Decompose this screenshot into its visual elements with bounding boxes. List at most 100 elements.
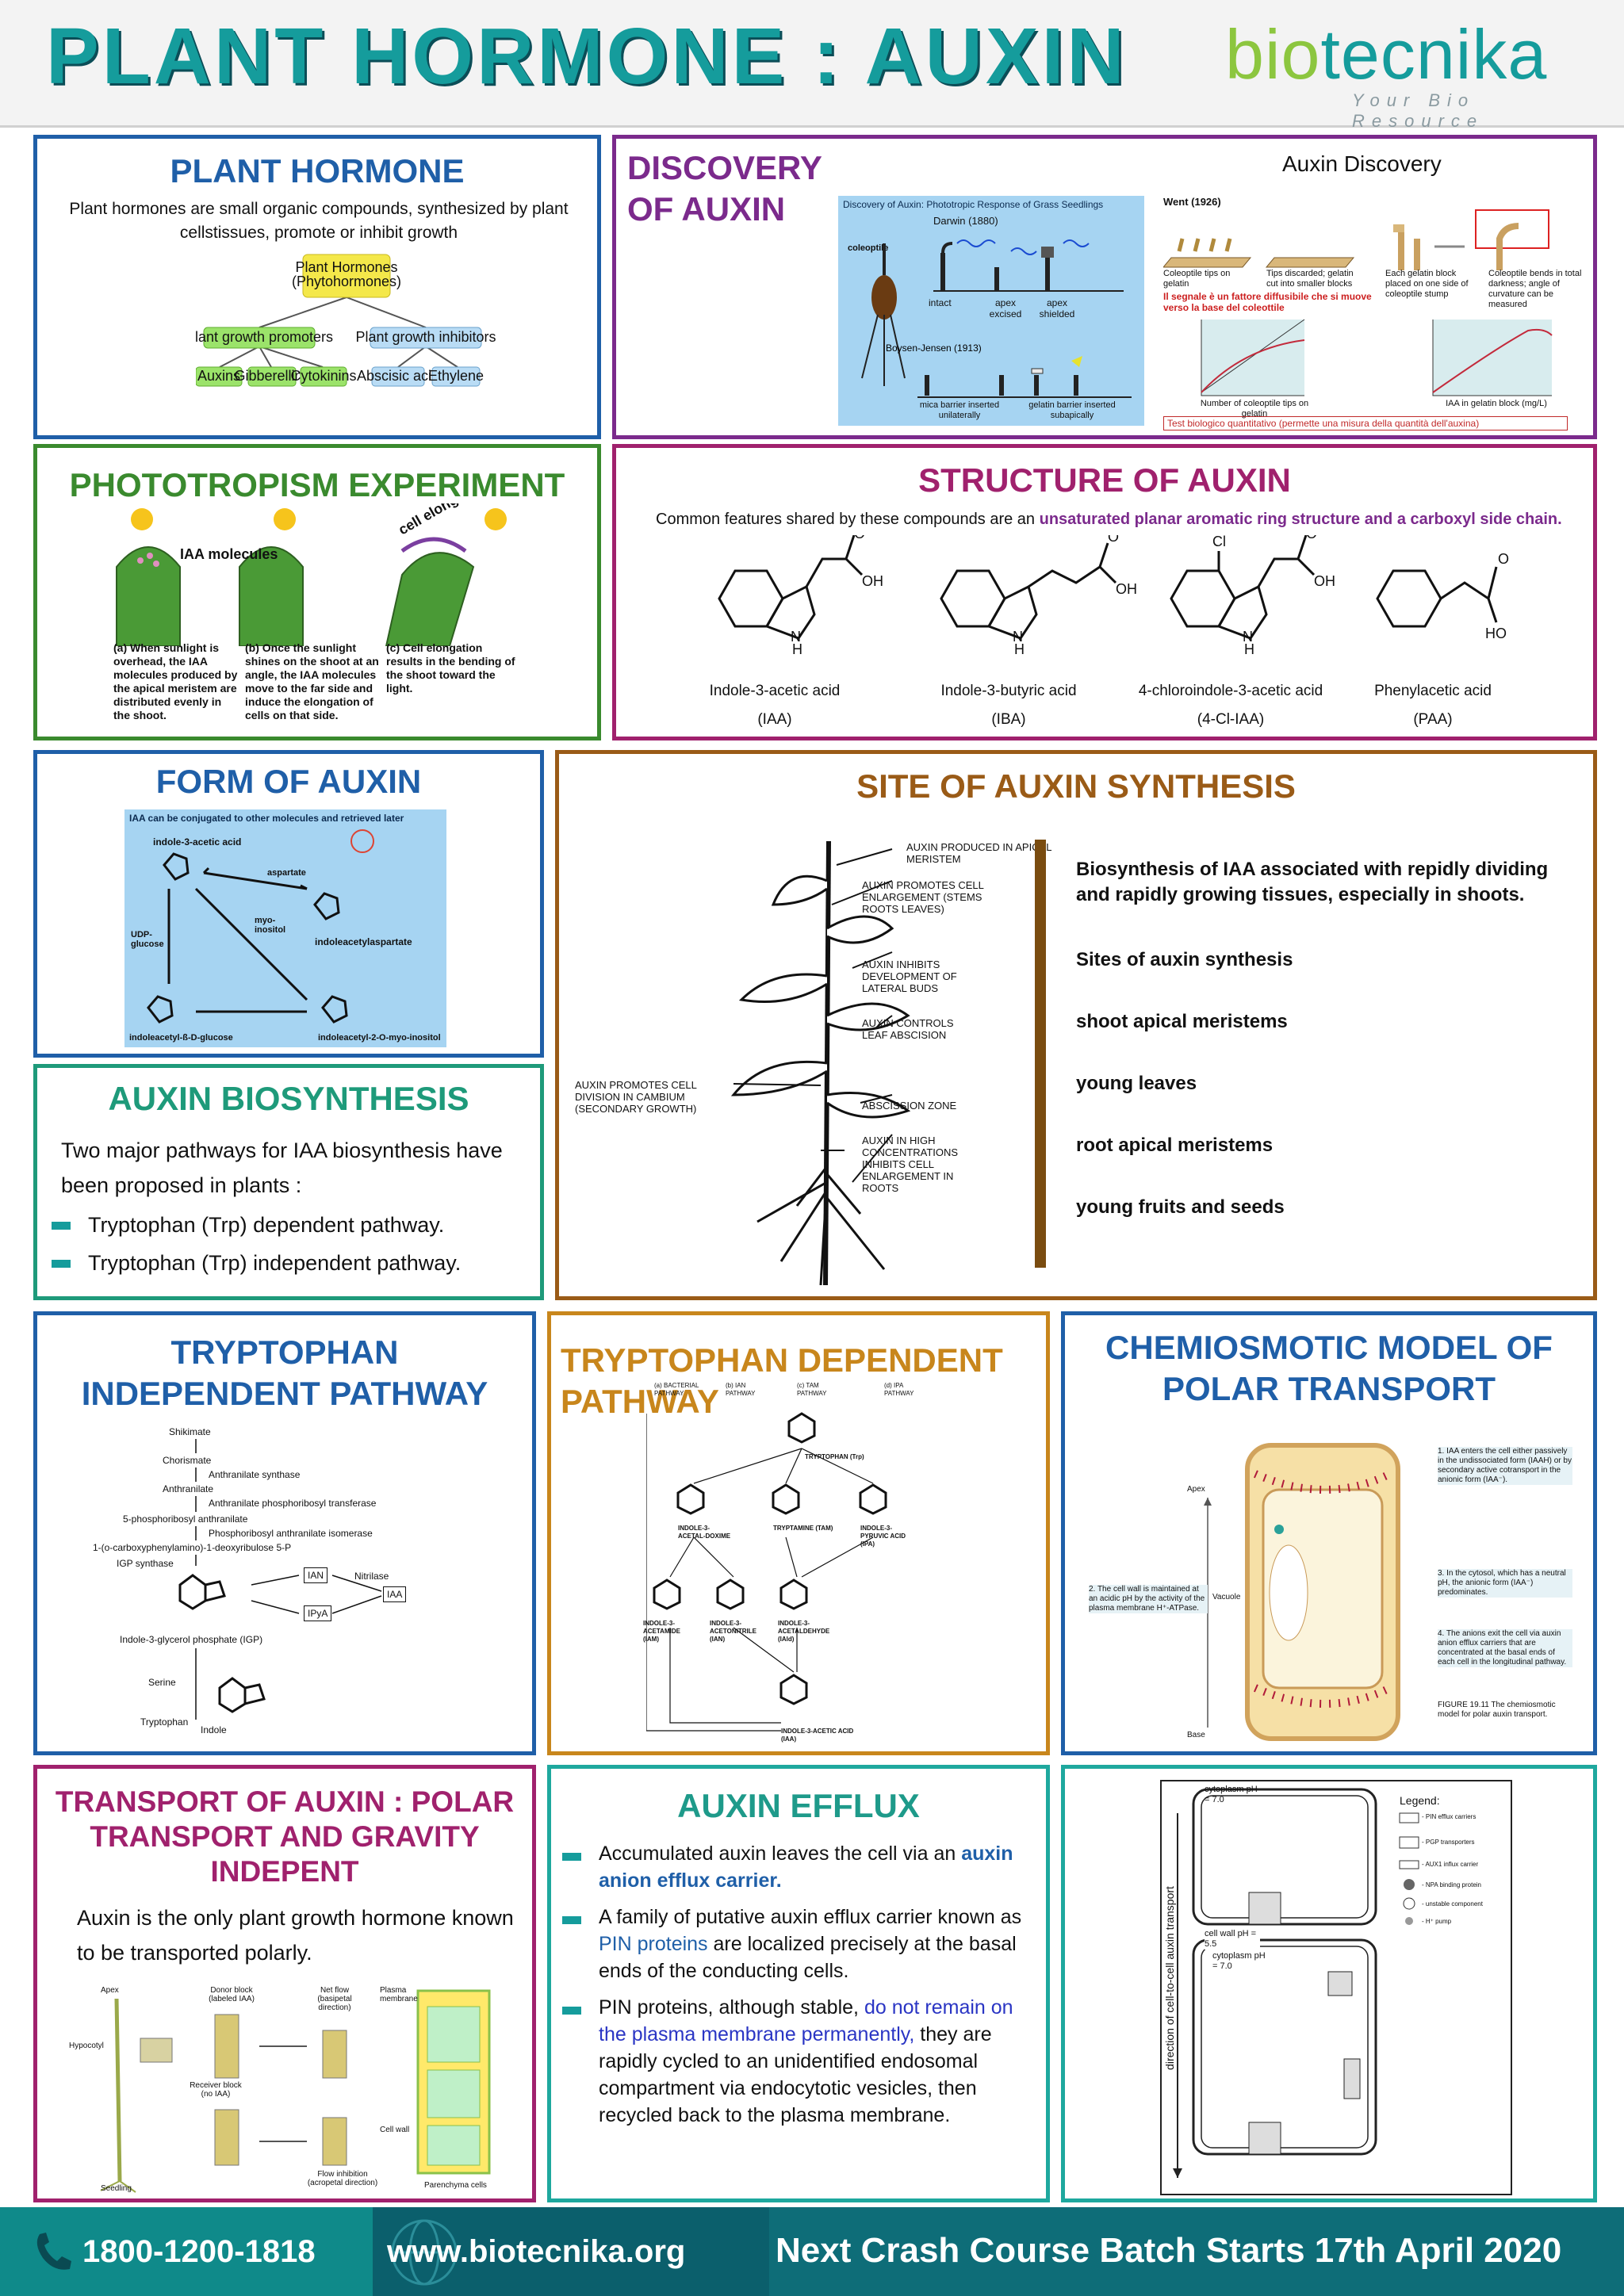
globe-icon	[391, 2219, 458, 2286]
page-title: PLANT HORMONE : AUXIN	[46, 12, 1128, 101]
compound-abbr-iaa: (IAA)	[757, 711, 792, 728]
biosynthesis-text: Two major pathways for IAA biosynthesis …	[61, 1138, 503, 1197]
svg-text:OH: OH	[1116, 581, 1137, 597]
svg-text:(Phytohormones): (Phytohormones)	[292, 274, 401, 289]
svg-text:H: H	[1014, 641, 1025, 657]
biosynthesis-item: Tryptophan (Trp) dependent pathway.	[52, 1209, 527, 1241]
site-heading: Sites of auxin synthesis	[1076, 949, 1293, 970]
svg-text:cell elongation: cell elongation	[396, 503, 490, 538]
went-experiment-figure: Auxin Discovery Went (1926) Coleoptile t…	[1163, 151, 1582, 430]
compound-name-4cl: 4-chloroindole-3-acetic acid	[1138, 683, 1323, 699]
footer-announcement: Next Crash Course Batch Starts 17th Apri…	[776, 2231, 1562, 2270]
panel-auxin-efflux: AUXIN EFFLUX Accumulated auxin leaves th…	[547, 1765, 1050, 2202]
header: PLANT HORMONE : AUXIN biotecnika Your Bi…	[0, 0, 1624, 131]
site-title: SITE OF AUXIN SYNTHESIS	[856, 767, 1296, 805]
trp-dependent-pathway: (a) BACTERIAL PATHWAY (b) IAN PATHWAY (c…	[643, 1382, 914, 1743]
compound-abbr-iba: (IBA)	[991, 711, 1026, 728]
auxin-structures: HN OOH HN OOH Cl HN OOH OHO	[718, 535, 1509, 657]
biosynthesis-title: AUXIN BIOSYNTHESIS	[108, 1080, 469, 1117]
chart-promoters-label: Plant growth promoters	[196, 329, 333, 345]
hormone-classification-chart: Plant Hormones (Phytohormones) Plant gro…	[196, 254, 496, 387]
phototropic-response-figure: Discovery of Auxin: Phototropic Response…	[838, 196, 1144, 426]
auxin-conjugation-figure: IAA can be conjugated to other molecules…	[124, 809, 446, 1047]
chart-item-ethylene: Ethylene	[428, 368, 484, 384]
svg-text:HO: HO	[1485, 626, 1507, 641]
panel-trp-independent: TRYPTOPHAN INDEPENDENT PATHWAY Shikimate…	[33, 1311, 536, 1755]
biosynthesis-item: Tryptophan (Trp) independent pathway.	[52, 1247, 527, 1279]
svg-text:O: O	[1306, 535, 1317, 541]
phototropism-title: PHOTOTROPISM EXPERIMENT	[69, 466, 565, 503]
chart-item-gibberellins: Gibberellins	[234, 368, 309, 384]
svg-text:N: N	[791, 629, 801, 645]
site-item: young fruits and seeds	[1076, 1196, 1285, 1218]
panel-polar-transport: TRANSPORT OF AUXIN : POLAR TRANSPORT AND…	[33, 1765, 536, 2202]
panel-title: PLANT HORMONE	[170, 152, 465, 189]
chart-item-abscisic: Abscisic acid	[357, 368, 439, 384]
plant-auxin-diagram	[730, 840, 911, 1285]
footer-phone-block: 1800-1200-1818	[0, 2207, 373, 2296]
polar-transport-figure: Apex Hypocotyl Seedling Donor block (lab…	[69, 1983, 529, 2197]
transport-title-3: INDEPENT	[210, 1855, 359, 1888]
compound-abbr-paa: (PAA)	[1413, 711, 1453, 728]
chart-root-label: Plant Hormones	[295, 259, 397, 275]
structure-title: STRUCTURE OF AUXIN	[918, 461, 1291, 499]
trp-dep-title-2: PATHWAY	[561, 1383, 719, 1420]
efflux-item: A family of putative auxin efflux carrie…	[562, 1904, 1038, 1984]
efflux-item: PIN proteins, although stable, do not re…	[562, 1994, 1038, 2129]
panel-discovery: DISCOVERY OF AUXIN Discovery of Auxin: P…	[612, 135, 1597, 439]
site-item: young leaves	[1076, 1073, 1197, 1094]
efflux-item: Accumulated auxin leaves the cell via an…	[562, 1840, 1038, 1894]
site-item: root apical meristems	[1076, 1135, 1274, 1156]
svg-text:H: H	[1244, 641, 1254, 657]
form-title: FORM OF AUXIN	[155, 763, 422, 800]
cell-to-cell-transport-figure: cytoplasm pH = 7.0 cell wall pH = 5.5 cy…	[1160, 1780, 1512, 2195]
trp-independent-pathway: Shikimate Chorismate Anthranilate syntha…	[93, 1426, 497, 1743]
structure-text: Common features shared by these compound…	[656, 511, 1562, 528]
svg-text:O: O	[1498, 551, 1509, 567]
phototropism-caption-a: (a) When sunlight is overhead, the IAA m…	[113, 641, 238, 721]
trp-dep-title-1: TRYPTOPHAN DEPENDENT	[561, 1341, 1003, 1379]
panel-site-of-synthesis: SITE OF AUXIN SYNTHESIS AUXIN PRODUCED I…	[555, 750, 1597, 1300]
svg-text:O: O	[854, 535, 865, 541]
compound-name-iba: Indole-3-butyric acid	[940, 683, 1077, 699]
panel-form-of-auxin: FORM OF AUXIN IAA can be conjugated to o…	[33, 750, 544, 1058]
biotecnika-logo: biotecnika Your Bio Resource	[1225, 14, 1590, 131]
site-intro: Biosynthesis of IAA associated with repi…	[1076, 859, 1549, 905]
footer-website[interactable]: www.biotecnika.org	[387, 2234, 686, 2269]
site-divider	[1035, 840, 1046, 1268]
chart-item-cytokinins: Cytokinins	[290, 368, 356, 384]
chart-item-auxins: Auxins	[197, 368, 240, 384]
footer: 1800-1200-1818 www.biotecnika.org Next C…	[0, 2207, 1624, 2296]
compound-abbr-4cl: (4-Cl-IAA)	[1197, 711, 1265, 728]
panel-structure: STRUCTURE OF AUXIN Common features share…	[612, 444, 1597, 740]
panel-plant-hormone: PLANT HORMONE Plant hormones are small o…	[33, 135, 601, 439]
svg-text:OH: OH	[862, 573, 883, 589]
footer-phone[interactable]: 1800-1200-1818	[82, 2234, 316, 2269]
panel-auxin-biosynthesis: AUXIN BIOSYNTHESIS Two major pathways fo…	[33, 1064, 544, 1300]
logo-tagline: Your Bio Resource	[1352, 90, 1484, 131]
site-item: shoot apical meristems	[1076, 1011, 1288, 1032]
svg-text:IAA molecules: IAA molecules	[180, 546, 278, 562]
chemiosmotic-title-2: POLAR TRANSPORT	[1162, 1370, 1496, 1407]
compound-name-paa: Phenylacetic acid	[1374, 683, 1492, 699]
svg-text:Cl: Cl	[1212, 535, 1226, 549]
panel-chemiosmotic: CHEMIOSMOTIC MODEL OF POLAR TRANSPORT 1.…	[1061, 1311, 1597, 1755]
compound-name-iaa: Indole-3-acetic acid	[709, 683, 841, 699]
phototropism-caption-c: (c) Cell elongation results in the bendi…	[386, 641, 515, 695]
phototropism-caption-b: (b) Once the sunlight shines on the shoo…	[245, 641, 379, 721]
phone-icon	[36, 2233, 71, 2270]
footer-website-block: www.biotecnika.org	[373, 2207, 769, 2296]
svg-text:N: N	[1013, 629, 1023, 645]
svg-text:Boysen-Jensen (1913): Boysen-Jensen (1913)	[886, 342, 982, 354]
svg-text:OH: OH	[1314, 573, 1335, 589]
trp-ind-title-2: INDEPENDENT PATHWAY	[81, 1375, 488, 1412]
panel-transport-diagram: cytoplasm pH = 7.0 cell wall pH = 5.5 cy…	[1061, 1765, 1597, 2202]
panel-phototropism: PHOTOTROPISM EXPERIMENT IAA molecules ce…	[33, 444, 601, 740]
discovery-title-2: OF AUXIN	[627, 190, 786, 228]
efflux-title: AUXIN EFFLUX	[677, 1787, 920, 1824]
plant-hormone-text: Plant hormones are small organic compoun…	[69, 200, 569, 242]
chemiosmotic-figure: 1. IAA enters the cell either passively …	[1089, 1443, 1572, 1741]
chemiosmotic-title-1: CHEMIOSMOTIC MODEL OF	[1105, 1329, 1553, 1366]
phototropism-figure: IAA molecules cell elongation	[116, 503, 507, 646]
svg-text:H: H	[792, 641, 802, 657]
